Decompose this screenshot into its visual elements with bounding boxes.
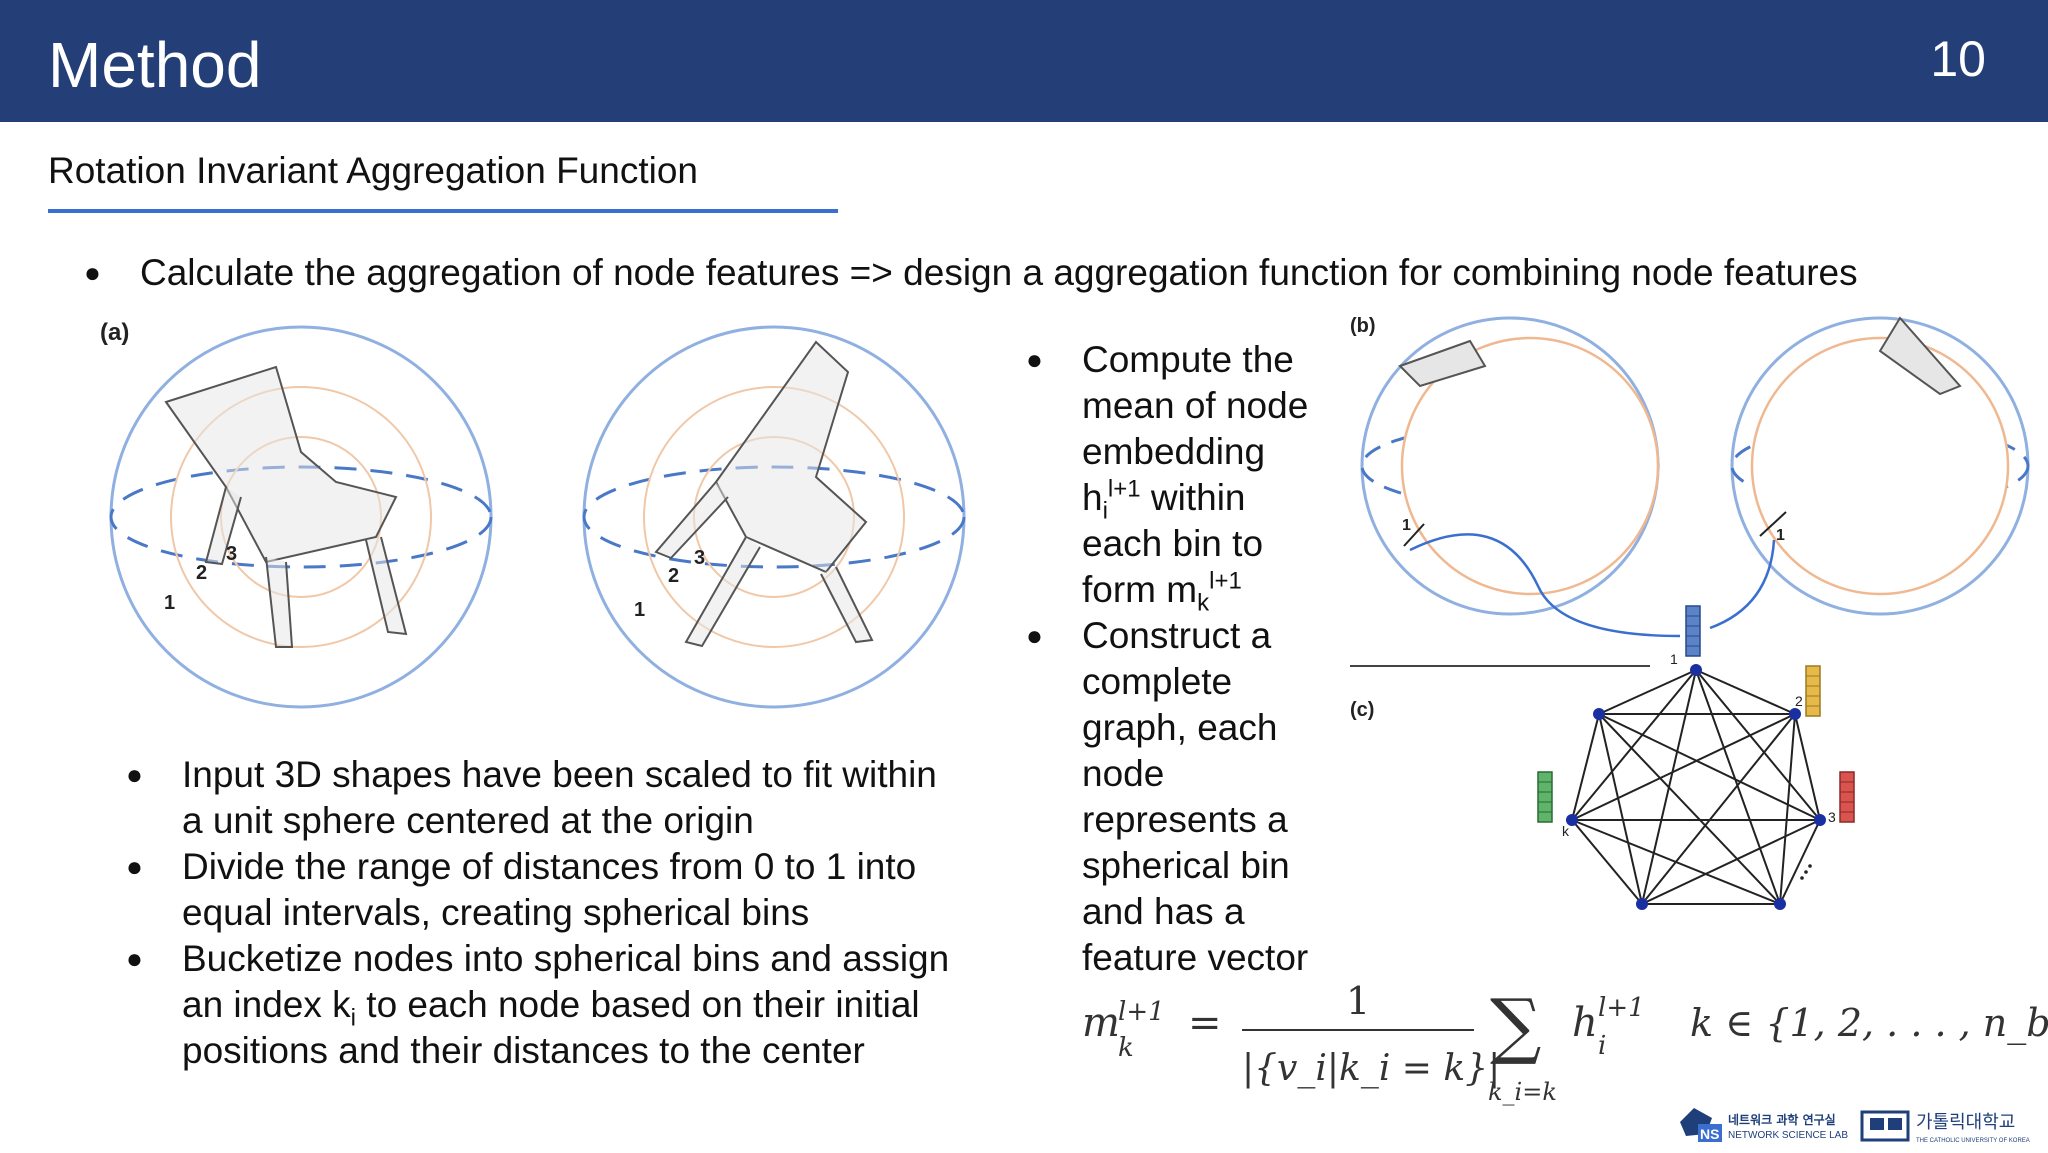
bin-label: 2 bbox=[196, 562, 207, 584]
figure-bc: (b) 1 1 (c) 1 2 3 k bbox=[1350, 315, 2030, 910]
aggregation-formula: m l+1 k = 1 |{v_i|k_i = k}| ∑ k_i=k h l+… bbox=[1078, 979, 2048, 1110]
feature-vector-blue bbox=[1685, 605, 1701, 657]
figure-c-label: (c) bbox=[1350, 699, 1374, 721]
bin-label: 2 bbox=[668, 565, 679, 587]
formula-sum-under: k_i=k bbox=[1488, 1078, 1557, 1106]
cns-logo: NS bbox=[1680, 1108, 1722, 1142]
bullet-dot: ● bbox=[84, 257, 101, 288]
bullet-dot: ● bbox=[126, 759, 143, 790]
subtitle-underline bbox=[48, 209, 838, 213]
bullet-dot: ● bbox=[126, 943, 143, 974]
ellipsis-dots bbox=[1800, 864, 1812, 880]
feature-vector-green bbox=[1537, 771, 1553, 823]
bin-label: 3 bbox=[694, 547, 705, 569]
formula-svg: m l+1 k = 1 |{v_i|k_i = k}| ∑ k_i=k h l+… bbox=[1082, 979, 2048, 1106]
list-item: ●Divide the range of distances from 0 to… bbox=[126, 846, 917, 933]
feature-vector-yellow bbox=[1805, 665, 1821, 717]
sphere-2: 1 2 3 bbox=[582, 325, 966, 709]
sphere-b2: 1 bbox=[1730, 316, 2030, 616]
main-bullet-text: Calculate the aggregation of node featur… bbox=[140, 252, 1858, 293]
sphere-b1: 1 bbox=[1360, 316, 1660, 616]
list-item: ●Construct a complete graph, each node r… bbox=[1026, 615, 1309, 978]
page-number: 10 bbox=[1930, 31, 1986, 87]
formula-h: h bbox=[1572, 1000, 1598, 1046]
feature-vector-red bbox=[1839, 771, 1855, 823]
list-item: ●Input 3D shapes have been scaled to fit… bbox=[126, 754, 937, 841]
bin-label: 1 bbox=[1402, 517, 1411, 534]
chair-1 bbox=[164, 365, 408, 648]
formula-h-sup: l+1 bbox=[1598, 993, 1645, 1023]
footer-logos: NS 네트워크 과학 연구실 NETWORK SCIENCE LAB 가톨릭대학… bbox=[1676, 1104, 2048, 1148]
bullet-dot: ● bbox=[1026, 620, 1043, 651]
slide-title: Method bbox=[48, 29, 262, 101]
bin-label: 1 bbox=[164, 592, 175, 614]
chair-2 bbox=[654, 340, 874, 648]
univ-name-english: THE CATHOLIC UNIVERSITY OF KOREA bbox=[1916, 1138, 2030, 1144]
node-label: k bbox=[1562, 823, 1570, 839]
figure-a: (a) 1 2 3 1 2 3 bbox=[100, 319, 966, 709]
figure-a-label: (a) bbox=[100, 319, 129, 346]
university-emblem bbox=[1860, 1110, 1910, 1142]
formula-numerator: 1 bbox=[1346, 980, 1370, 1023]
logos-svg: NS 네트워크 과학 연구실 NETWORK SCIENCE LAB 가톨릭대학… bbox=[1680, 1108, 2030, 1144]
left-bullet-list: ●Input 3D shapes have been scaled to fit… bbox=[126, 752, 966, 1074]
bin-label: 1 bbox=[1776, 527, 1785, 544]
graph-nodes bbox=[1566, 664, 1826, 910]
bullet-dot: ● bbox=[1026, 344, 1043, 375]
lab-name-korean: 네트워크 과학 연구실 bbox=[1728, 1112, 1836, 1127]
formula-lhs-sub: k bbox=[1118, 1033, 1134, 1063]
node-label: 1 bbox=[1670, 651, 1678, 667]
bullet-dot: ● bbox=[126, 851, 143, 882]
equals-sign: = bbox=[1188, 1000, 1222, 1046]
arrow-curve bbox=[1709, 539, 1776, 630]
formula-domain: k ∈ {1, 2, . . . , n_bin} bbox=[1690, 1001, 2048, 1046]
arrow-curve bbox=[1409, 533, 1681, 638]
formula-lhs: m bbox=[1082, 1000, 1120, 1046]
univ-name-korean: 가톨릭대학교 bbox=[1916, 1112, 2015, 1133]
cns-text: NS bbox=[1700, 1126, 1719, 1142]
complete-graph-edges bbox=[1571, 669, 1821, 905]
node-label: 2 bbox=[1795, 693, 1803, 709]
figure-b-label: (b) bbox=[1350, 315, 1376, 337]
node-label: 3 bbox=[1828, 809, 1836, 825]
bin-label: 3 bbox=[226, 543, 237, 565]
formula-lhs-sup: l+1 bbox=[1118, 997, 1165, 1027]
sphere-1: 1 2 3 bbox=[109, 325, 493, 709]
formula-denominator: |{v_i|k_i = k}| bbox=[1242, 1048, 1500, 1089]
right-bullet-list: ●Compute the mean of node embedding hil+… bbox=[1026, 337, 1326, 981]
list-item: ●Bucketize nodes into spherical bins and… bbox=[126, 938, 950, 1071]
lab-name-english: NETWORK SCIENCE LAB bbox=[1728, 1130, 1848, 1141]
slide-header: Method 10 bbox=[0, 0, 2048, 122]
bin-label: 1 bbox=[634, 599, 645, 621]
list-item: ●Compute the mean of node embedding hil+… bbox=[1026, 339, 1309, 617]
section-subtitle: Rotation Invariant Aggregation Function bbox=[48, 150, 698, 191]
sum-sign: ∑ bbox=[1490, 983, 1541, 1067]
formula-h-sub: i bbox=[1598, 1031, 1606, 1061]
